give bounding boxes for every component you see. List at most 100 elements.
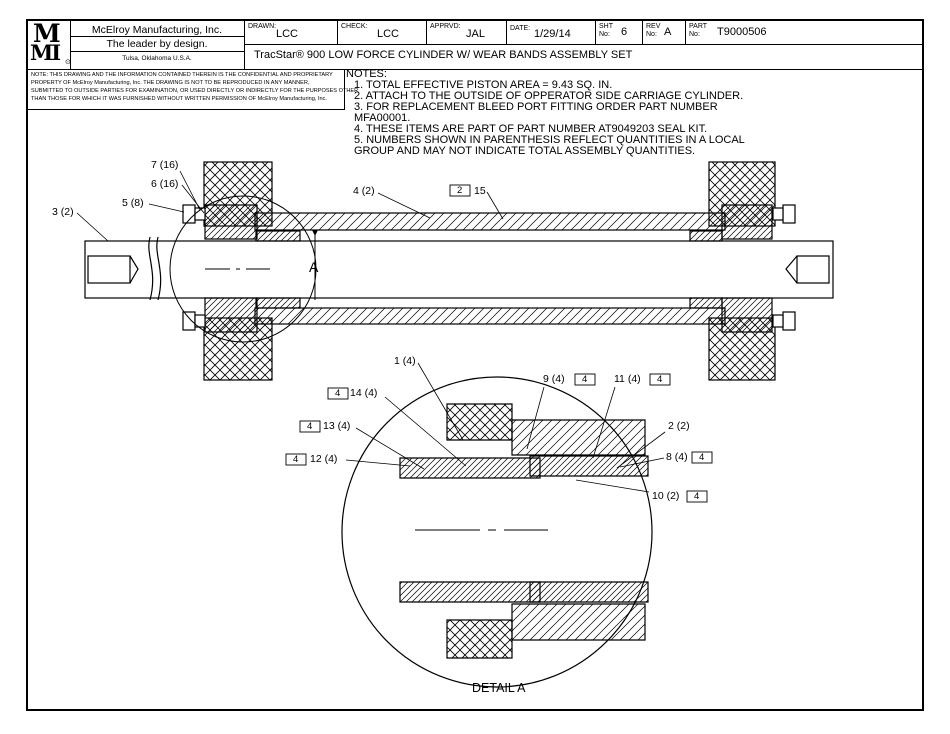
note-line: 5. NUMBERS SHOWN IN PARENTHESIS REFLECT … bbox=[354, 134, 745, 146]
detail-a-label: DETAIL A bbox=[472, 681, 526, 695]
flag-note-number: 4 bbox=[657, 374, 663, 385]
piston-rod bbox=[84, 240, 834, 299]
detail-a-circle bbox=[169, 195, 317, 343]
piston-seal bbox=[689, 230, 723, 242]
left-gland-top bbox=[204, 204, 258, 240]
sht-label-1: SHT bbox=[599, 23, 613, 30]
cylinder-tube-top bbox=[254, 212, 726, 231]
detail-a-fill bbox=[511, 603, 646, 641]
flag-box bbox=[299, 420, 321, 433]
company-location: Tulsa, Oklahoma U.S.A. bbox=[122, 55, 192, 62]
piston-seal bbox=[255, 230, 301, 242]
note-line: 2. ATTACH TO THE OUTSIDE OF OPPERATOR SI… bbox=[354, 90, 744, 102]
detail-a-fill bbox=[446, 619, 513, 659]
leader-line bbox=[355, 427, 425, 470]
confidential-line: PROPERTY OF McElroy Manufacturing, Inc. … bbox=[31, 80, 310, 86]
flag-note-number: 4 bbox=[582, 374, 588, 385]
logo-top-letters: M bbox=[33, 19, 61, 48]
flag-box bbox=[449, 184, 471, 197]
rod-end-left bbox=[87, 255, 131, 284]
callout-item-10: 10 (2) bbox=[652, 490, 680, 502]
callout-item-15: 15 bbox=[474, 185, 486, 197]
cell-divider bbox=[685, 21, 686, 44]
flag-note-number: 4 bbox=[699, 452, 705, 463]
date-value: 1/29/14 bbox=[534, 28, 571, 40]
detail-a-fill bbox=[446, 403, 513, 441]
flag-box bbox=[327, 387, 349, 400]
cell-divider bbox=[642, 21, 643, 44]
note-line: GROUP AND MAY NOT INDICATE TOTAL ASSEMBL… bbox=[354, 145, 696, 157]
info-row-bottom-rule bbox=[244, 44, 922, 45]
company-logo: M MI bbox=[30, 19, 68, 65]
callout-item-8: 8 (4) bbox=[666, 451, 688, 463]
detail-a-fill bbox=[399, 581, 541, 603]
part-label-2: No: bbox=[689, 31, 700, 38]
callout-item-14: 14 (4) bbox=[350, 387, 378, 399]
leader-line bbox=[384, 396, 467, 467]
leader-line bbox=[76, 212, 109, 242]
notes-heading: NOTES: bbox=[346, 68, 387, 80]
flag-box bbox=[691, 451, 713, 464]
flag-box bbox=[686, 490, 708, 503]
cell-divider bbox=[426, 21, 427, 44]
detail-a-fill bbox=[529, 455, 649, 477]
drawn-value: LCC bbox=[276, 28, 299, 40]
callout-item-1: 1 (4) bbox=[394, 355, 416, 367]
note-line: 4. THESE ITEMS ARE PART OF PART NUMBER A… bbox=[354, 123, 708, 135]
rod-end-right bbox=[796, 255, 830, 284]
detail-a-fill bbox=[399, 457, 541, 479]
note-line: MFA00001. bbox=[354, 112, 411, 124]
rev-label-1: REV bbox=[646, 23, 661, 30]
bolt-head bbox=[782, 204, 796, 224]
piston-seal bbox=[255, 297, 301, 309]
leader-line bbox=[592, 386, 616, 459]
flag-note-number: 4 bbox=[307, 421, 313, 432]
sht-value: 6 bbox=[621, 26, 628, 38]
leader-line bbox=[619, 457, 665, 468]
flag-note-number: 4 bbox=[293, 454, 299, 465]
rod-break bbox=[148, 236, 162, 301]
flag-box bbox=[574, 373, 596, 386]
apprvd-label: APPRVD: bbox=[430, 23, 461, 30]
drawing-title: TracStar® 900 LOW FORCE CYLINDER W/ WEAR… bbox=[254, 49, 633, 61]
right-gland-bottom bbox=[721, 297, 773, 333]
leader-line bbox=[616, 431, 666, 469]
title-block bbox=[28, 21, 922, 70]
callout-item-4: 4 (2) bbox=[353, 185, 375, 197]
callout-item-11: 11 (4) bbox=[614, 373, 641, 385]
leader-line bbox=[526, 386, 545, 450]
logo-divider bbox=[70, 21, 71, 69]
callout-item-2: 2 (2) bbox=[668, 420, 690, 432]
part-number-value: T9000506 bbox=[717, 26, 767, 38]
nut bbox=[772, 314, 784, 328]
flag-note-number: 4 bbox=[335, 388, 341, 399]
confidential-line: THAN THOSE FOR WHICH IT WAS FURNISHED WI… bbox=[31, 96, 327, 102]
rev-value: A bbox=[664, 26, 672, 38]
section-letter: A bbox=[309, 259, 319, 275]
leader-line bbox=[148, 203, 185, 213]
note-line: 3. FOR REPLACEMENT BLEED PORT FITTING OR… bbox=[354, 101, 718, 113]
callout-item-3: 3 (2) bbox=[52, 206, 74, 218]
logo-bottom-letters: MI bbox=[30, 40, 61, 65]
sht-label-2: No: bbox=[599, 31, 610, 38]
cell-divider bbox=[506, 21, 507, 44]
callout-item-13: 13 (4) bbox=[323, 420, 351, 432]
flag-note-number: 4 bbox=[694, 491, 700, 502]
rod-end-right-tip bbox=[785, 255, 798, 284]
rev-label-2: No: bbox=[646, 31, 657, 38]
company-name: McElroy Manufacturing, Inc. bbox=[91, 24, 223, 36]
drawn-label: DRAWN: bbox=[248, 23, 277, 30]
date-label: DATE: bbox=[510, 25, 531, 32]
detail-a-enlarged bbox=[341, 376, 653, 688]
callout-item-9: 9 (4) bbox=[543, 373, 565, 385]
leader-line bbox=[345, 459, 411, 467]
nut bbox=[194, 314, 206, 328]
registered-icon: ⊙ bbox=[65, 59, 71, 66]
bolt-head bbox=[782, 311, 796, 331]
check-value: LCC bbox=[377, 28, 400, 40]
detail-a-fill bbox=[511, 419, 646, 456]
leader-line bbox=[486, 191, 504, 220]
company-name-rule bbox=[70, 36, 244, 37]
company-block-right-border bbox=[244, 21, 245, 69]
